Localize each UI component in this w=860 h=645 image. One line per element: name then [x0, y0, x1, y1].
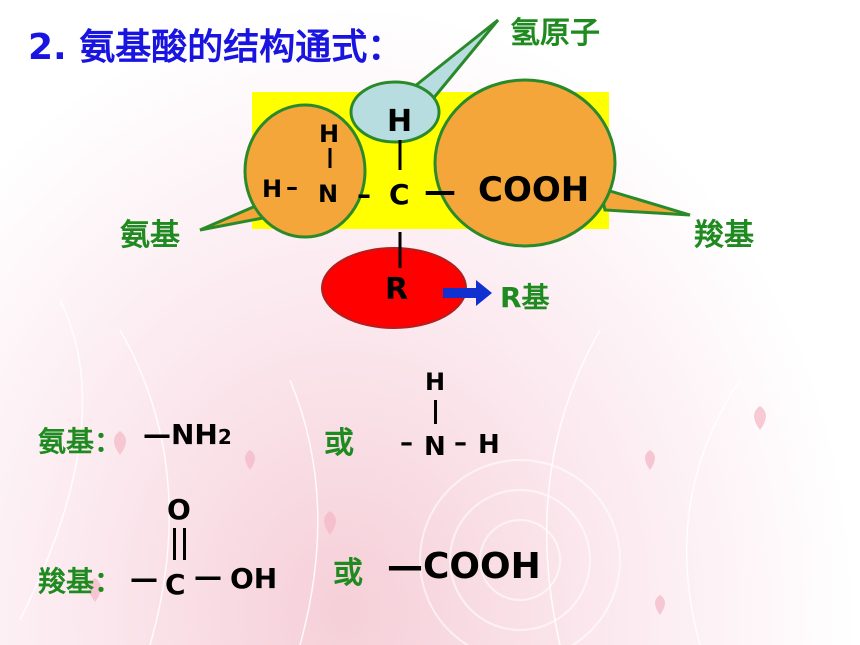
r-arrow-icon — [443, 280, 492, 306]
atom-r: R — [385, 272, 409, 307]
atom-n: N — [318, 180, 339, 208]
amino-subscript: 2 — [217, 425, 232, 449]
amino-ellipse — [243, 103, 367, 239]
carboxyl-short-formula: —COOH — [387, 546, 541, 587]
label-hydrogen-atom: 氢原子 — [510, 16, 600, 51]
amino-struct-h-right: H — [478, 430, 500, 460]
amino-struct-dash-left: – — [400, 428, 413, 458]
carboxyl-label: 羧基： — [38, 565, 123, 598]
amino-struct-h-top: H — [425, 368, 446, 396]
amino-struct-bond — [434, 400, 437, 424]
atom-c: C — [389, 178, 410, 211]
carboxyl-struct-c: C — [165, 568, 186, 601]
amino-short-formula: —NH2 — [143, 418, 232, 451]
atom-h-amino-left: H — [262, 175, 283, 203]
atom-h-amino-top: H — [319, 120, 340, 148]
hydrogen-ellipse — [349, 80, 441, 144]
atom-h-top: H — [387, 104, 413, 139]
amino-short-text: —NH — [143, 418, 218, 451]
carboxyl-double-bond-left — [173, 528, 176, 560]
carboxyl-double-bond-right — [183, 528, 186, 560]
carboxyl-struct-o: O — [167, 493, 191, 526]
label-r-group: R基 — [500, 281, 550, 314]
dash-h-n: – — [286, 173, 298, 201]
page-title: 2. 氨基酸的结构通式： — [28, 27, 404, 68]
carboxyl-struct-dash-right: — — [194, 560, 222, 593]
carboxyl-ellipse — [433, 78, 617, 248]
carboxyl-struct-dash-left: — — [130, 562, 158, 595]
amino-struct-dash-right: – — [454, 428, 467, 458]
amino-label: 氨基： — [38, 425, 123, 458]
dash-n-c: – — [357, 178, 371, 211]
label-carboxyl: 羧基 — [694, 218, 754, 253]
carboxyl-struct-oh: OH — [230, 562, 278, 595]
group-cooh: COOH — [478, 170, 590, 210]
label-amino: 氨基 — [120, 218, 180, 253]
amino-struct-n: N — [424, 432, 446, 462]
dash-c-cooh: — — [424, 172, 456, 210]
or-text-1: 或 — [324, 426, 354, 461]
carboxyl-callout-bubble — [597, 185, 691, 217]
or-text-2: 或 — [333, 556, 363, 591]
